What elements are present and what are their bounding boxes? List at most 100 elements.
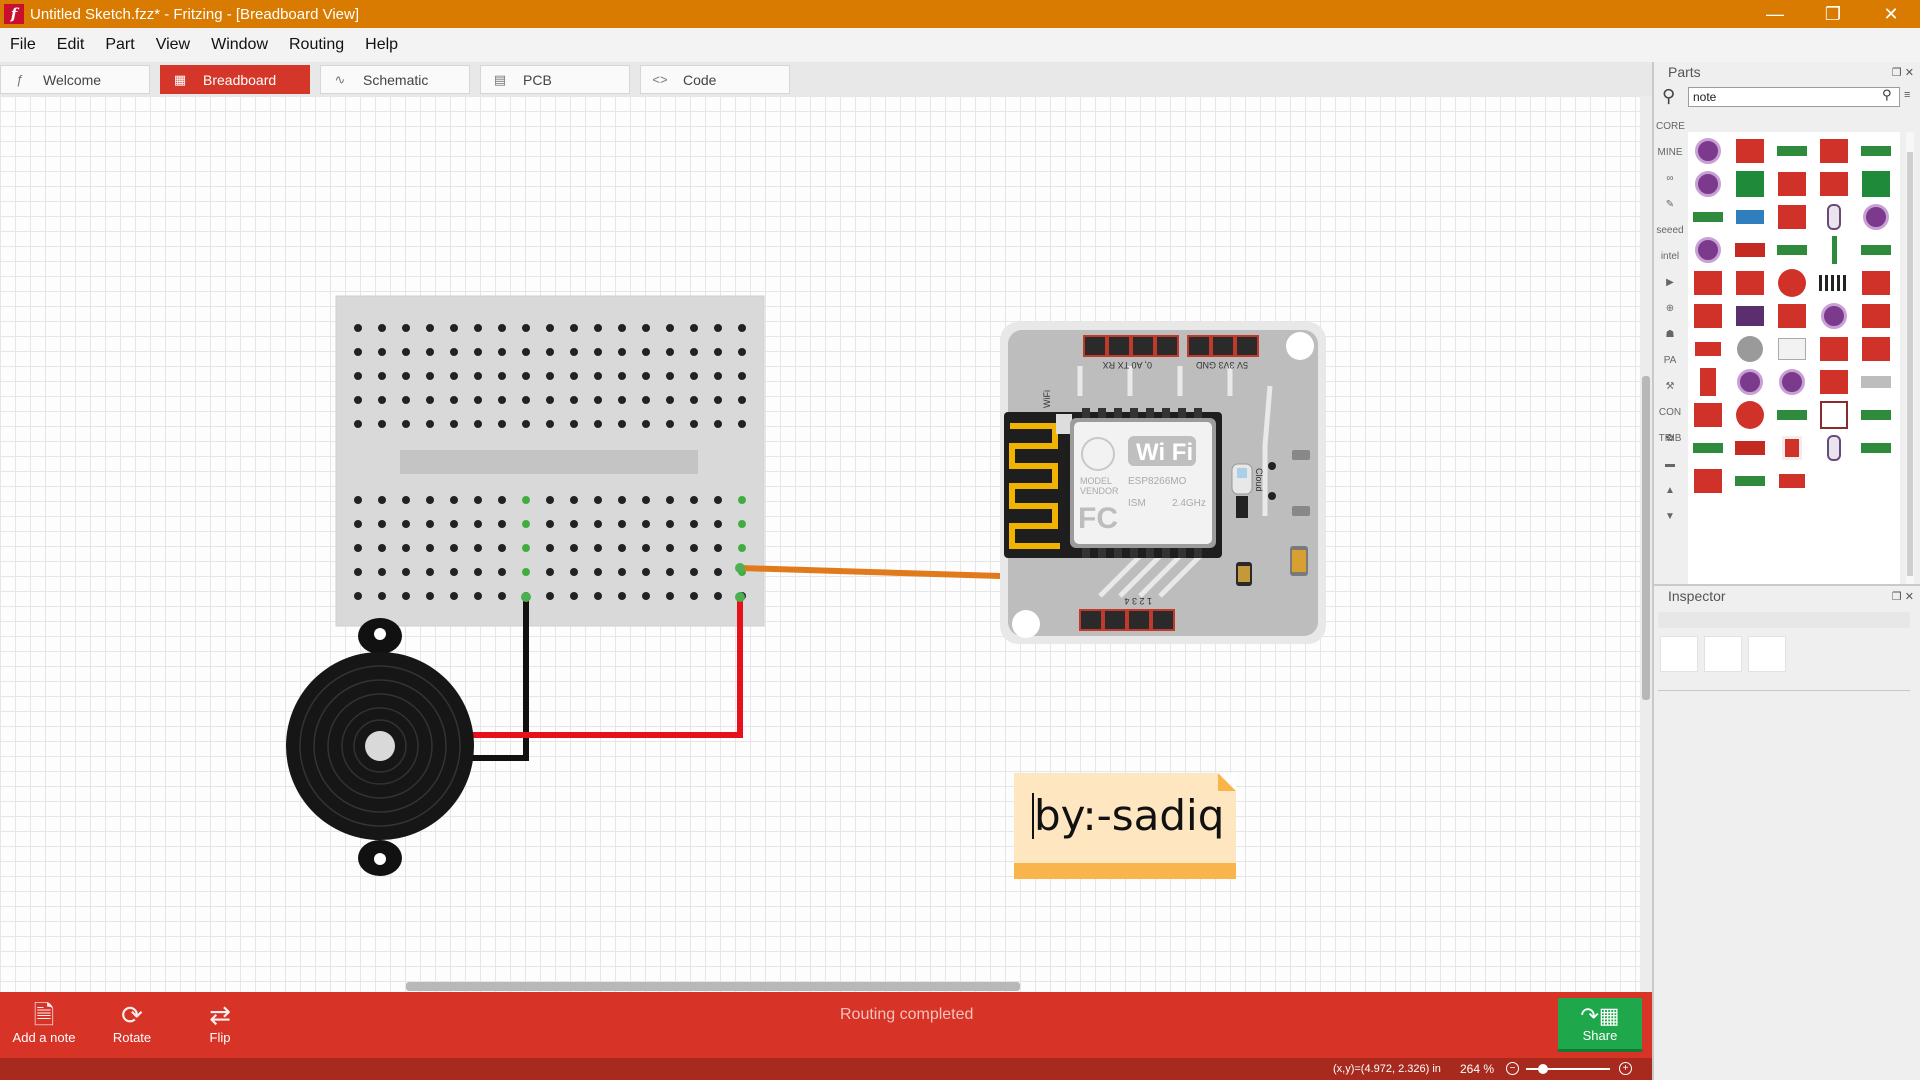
breadboard-hole[interactable] bbox=[618, 420, 626, 428]
breadboard-hole[interactable] bbox=[426, 348, 434, 356]
breadboard-hole[interactable] bbox=[618, 592, 626, 600]
breadboard-hole[interactable] bbox=[546, 592, 554, 600]
part-thumbnail[interactable] bbox=[1732, 301, 1768, 331]
inspector-controls[interactable]: ❐ ✕ bbox=[1891, 591, 1914, 603]
breadboard-hole[interactable] bbox=[522, 372, 530, 380]
rotate-button[interactable]: ⟳ Rotate bbox=[104, 1000, 160, 1045]
header-pin[interactable] bbox=[1151, 609, 1175, 631]
header-pin[interactable] bbox=[1211, 335, 1235, 357]
header-pin[interactable] bbox=[1103, 609, 1127, 631]
menu-file[interactable]: File bbox=[10, 36, 36, 53]
part-thumbnail[interactable] bbox=[1858, 268, 1894, 298]
flip-button[interactable]: ⇄ Flip bbox=[200, 1000, 240, 1045]
breadboard-hole[interactable] bbox=[426, 496, 434, 504]
breadboard-hole[interactable] bbox=[354, 520, 362, 528]
breadboard-hole[interactable] bbox=[594, 544, 602, 552]
parts-bin-tab[interactable]: ⊕ bbox=[1665, 303, 1675, 314]
tab-schematic[interactable]: ∿ Schematic bbox=[320, 65, 470, 94]
header-pin[interactable] bbox=[1083, 335, 1107, 357]
breadboard-hole[interactable] bbox=[474, 420, 482, 428]
breadboard-hole[interactable] bbox=[498, 372, 506, 380]
breadboard-hole[interactable] bbox=[666, 420, 674, 428]
breadboard-hole[interactable] bbox=[474, 496, 482, 504]
breadboard-hole[interactable] bbox=[618, 544, 626, 552]
breadboard-hole[interactable] bbox=[714, 372, 722, 380]
breadboard-hole[interactable] bbox=[594, 568, 602, 576]
breadboard-hole[interactable] bbox=[738, 324, 746, 332]
breadboard-hole[interactable] bbox=[450, 592, 458, 600]
breadboard-hole[interactable] bbox=[498, 592, 506, 600]
breadboard-hole[interactable] bbox=[522, 544, 530, 552]
breadboard-hole[interactable] bbox=[402, 420, 410, 428]
breadboard-hole[interactable] bbox=[666, 520, 674, 528]
breadboard-hole[interactable] bbox=[474, 348, 482, 356]
breadboard-hole[interactable] bbox=[426, 324, 434, 332]
parts-bin-tab[interactable]: seeed bbox=[1656, 225, 1684, 236]
breadboard-hole[interactable] bbox=[522, 568, 530, 576]
breadboard-hole[interactable] bbox=[570, 592, 578, 600]
breadboard-hole[interactable] bbox=[450, 544, 458, 552]
breadboard-hole[interactable] bbox=[594, 420, 602, 428]
wire-red[interactable] bbox=[470, 597, 743, 738]
breadboard-hole[interactable] bbox=[474, 372, 482, 380]
part-thumbnail[interactable] bbox=[1774, 433, 1810, 463]
breadboard-hole[interactable] bbox=[474, 568, 482, 576]
breadboard-hole[interactable] bbox=[738, 348, 746, 356]
part-thumbnail[interactable] bbox=[1858, 301, 1894, 331]
breadboard-hole[interactable] bbox=[546, 372, 554, 380]
part-thumbnail[interactable] bbox=[1816, 202, 1852, 232]
esp8266-wifi-module[interactable]: Wi Fi MODEL VENDOR ESP8266MO ISM 2.4GHz … bbox=[1000, 322, 1326, 644]
breadboard-hole[interactable] bbox=[666, 592, 674, 600]
breadboard-hole[interactable] bbox=[378, 348, 386, 356]
part-thumbnail[interactable] bbox=[1858, 433, 1894, 463]
breadboard-hole[interactable] bbox=[738, 420, 746, 428]
breadboard-hole[interactable] bbox=[450, 348, 458, 356]
breadboard-hole[interactable] bbox=[642, 520, 650, 528]
header-pin[interactable] bbox=[1131, 335, 1155, 357]
sticky-note[interactable]: by:-sadiq bbox=[1014, 773, 1236, 879]
breadboard-hole[interactable] bbox=[474, 592, 482, 600]
breadboard-hole[interactable] bbox=[378, 372, 386, 380]
breadboard-hole[interactable] bbox=[714, 544, 722, 552]
parts-bin-tab[interactable]: ∞ bbox=[1666, 173, 1674, 184]
part-thumbnail[interactable] bbox=[1858, 367, 1894, 397]
breadboard-hole[interactable] bbox=[474, 520, 482, 528]
breadboard-hole[interactable] bbox=[570, 420, 578, 428]
breadboard-hole[interactable] bbox=[378, 496, 386, 504]
tab-pcb[interactable]: ▤ PCB bbox=[480, 65, 630, 94]
part-thumbnail[interactable] bbox=[1774, 268, 1810, 298]
breadboard-hole[interactable] bbox=[738, 544, 746, 552]
breadboard-hole[interactable] bbox=[402, 372, 410, 380]
parts-scrollbar[interactable] bbox=[1906, 132, 1914, 586]
breadboard-hole[interactable] bbox=[738, 520, 746, 528]
breadboard-hole[interactable] bbox=[618, 372, 626, 380]
part-thumbnail[interactable] bbox=[1816, 235, 1852, 265]
header-pin[interactable] bbox=[1107, 335, 1131, 357]
header-pin[interactable] bbox=[1155, 335, 1179, 357]
breadboard-hole[interactable] bbox=[354, 420, 362, 428]
breadboard-hole[interactable] bbox=[594, 520, 602, 528]
part-thumbnail[interactable] bbox=[1774, 301, 1810, 331]
breadboard-hole[interactable] bbox=[498, 420, 506, 428]
part-thumbnail[interactable] bbox=[1732, 367, 1768, 397]
breadboard-hole[interactable] bbox=[642, 372, 650, 380]
breadboard-hole[interactable] bbox=[522, 520, 530, 528]
breadboard-hole[interactable] bbox=[546, 520, 554, 528]
parts-bin-tab[interactable]: ✿ bbox=[1665, 433, 1675, 444]
breadboard-hole[interactable] bbox=[690, 372, 698, 380]
breadboard-hole[interactable] bbox=[354, 544, 362, 552]
breadboard-hole[interactable] bbox=[402, 348, 410, 356]
parts-panel-controls[interactable]: ❐ ✕ bbox=[1891, 67, 1914, 79]
part-thumbnail[interactable] bbox=[1732, 334, 1768, 364]
breadboard-hole[interactable] bbox=[690, 324, 698, 332]
close-icon[interactable]: ✕ bbox=[1883, 3, 1899, 24]
part-thumbnail[interactable] bbox=[1774, 235, 1810, 265]
part-thumbnail[interactable] bbox=[1774, 400, 1810, 430]
breadboard-hole[interactable] bbox=[570, 324, 578, 332]
breadboard-hole[interactable] bbox=[354, 496, 362, 504]
breadboard-hole[interactable] bbox=[426, 592, 434, 600]
breadboard-hole[interactable] bbox=[642, 496, 650, 504]
part-thumbnail[interactable] bbox=[1690, 301, 1726, 331]
breadboard-hole[interactable] bbox=[378, 520, 386, 528]
search-icon[interactable]: ⚲ bbox=[1662, 86, 1676, 106]
